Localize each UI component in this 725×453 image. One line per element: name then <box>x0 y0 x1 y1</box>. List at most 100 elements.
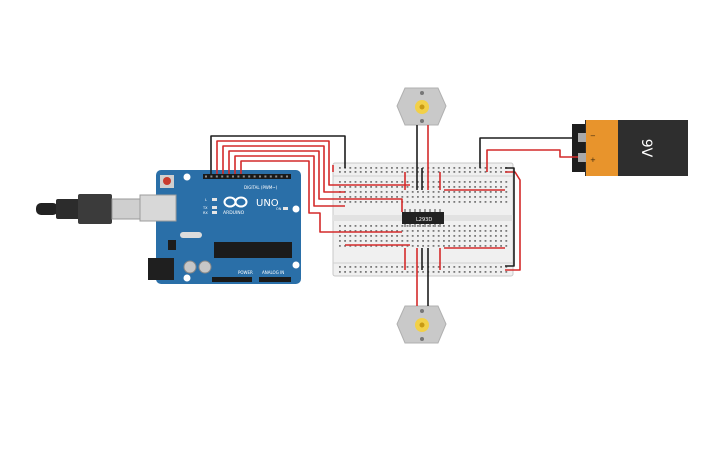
wire-red[interactable] <box>332 165 521 271</box>
battery-label: 9V <box>638 139 654 158</box>
dc-motor-top[interactable] <box>396 87 447 126</box>
breadboard-hole <box>453 225 456 227</box>
header-pin[interactable] <box>210 175 213 178</box>
breadboard-hole <box>396 230 398 232</box>
breadboard-hole <box>417 230 419 232</box>
breadboard-hole <box>380 171 383 173</box>
breadboard-hole <box>339 235 341 237</box>
breadboard-hole <box>359 266 362 268</box>
breadboard-hole <box>385 181 388 183</box>
breadboard-hole <box>505 245 508 247</box>
header-pin[interactable] <box>237 175 240 178</box>
breadboard-hole <box>448 225 450 227</box>
header-pin[interactable] <box>275 175 278 178</box>
breadboard-hole <box>349 171 352 173</box>
breadboard-hole <box>489 271 492 273</box>
breadboard-hole <box>495 191 497 193</box>
breadboard-hole <box>474 245 476 247</box>
breadboard-hole <box>448 201 450 203</box>
breadboard-hole <box>354 266 357 268</box>
breadboard-hole <box>375 201 378 203</box>
breadboard-hole <box>500 201 502 203</box>
battery-terminal-plus[interactable] <box>578 153 586 162</box>
breadboard-hole <box>495 235 497 237</box>
breadboard-hole <box>463 266 466 268</box>
breadboard-hole <box>391 181 393 183</box>
header-pin[interactable] <box>280 175 283 178</box>
wire-red[interactable] <box>222 145 345 193</box>
breadboard-hole <box>443 191 445 193</box>
header-pin[interactable] <box>226 175 229 178</box>
breadboard-hole <box>484 225 487 227</box>
wire-red[interactable] <box>216 140 345 186</box>
header-pin[interactable] <box>264 175 267 178</box>
battery-9v[interactable]: − + 9V <box>572 120 688 176</box>
breadboard-hole <box>354 271 357 273</box>
breadboard-hole <box>489 245 492 247</box>
breadboard-hole <box>448 181 450 183</box>
breadboard-hole <box>422 225 424 227</box>
wire-black[interactable] <box>505 167 515 267</box>
breadboard-hole <box>396 181 398 183</box>
breadboard-hole <box>484 191 487 193</box>
arduino-uno-board[interactable]: UNO ARDUINO DIGITAL (PWM~) POWER ANALOG … <box>139 170 301 284</box>
wire-red[interactable] <box>228 150 345 200</box>
header-pin[interactable] <box>232 175 234 178</box>
breadboard-hole <box>453 266 456 268</box>
breadboard-hole <box>432 186 435 188</box>
breadboard-hole <box>432 171 435 173</box>
wire-red[interactable] <box>486 149 578 172</box>
breadboard-hole <box>411 171 414 173</box>
breadboard-hole <box>370 201 372 203</box>
header-pin[interactable] <box>269 175 272 178</box>
breadboard-hole <box>354 181 357 183</box>
breadboard-hole <box>437 266 440 268</box>
wire-black[interactable] <box>479 137 578 168</box>
breadboard-hole <box>349 230 352 232</box>
power-jack <box>148 258 174 280</box>
breadboard-hole <box>500 230 502 232</box>
breadboard-hole <box>344 271 346 273</box>
breadboard-hole <box>380 201 383 203</box>
header-pin[interactable] <box>205 175 207 178</box>
breadboard-hole <box>401 181 404 183</box>
breadboard-hole <box>484 235 487 237</box>
breadboard-hole <box>349 196 352 198</box>
wire-black[interactable] <box>210 135 346 174</box>
led-on <box>283 207 288 210</box>
breadboard-hole <box>417 181 419 183</box>
l293d-chip[interactable]: L293D <box>402 209 444 227</box>
breadboard-hole <box>385 167 388 169</box>
header-pin[interactable] <box>221 175 224 178</box>
header-pin[interactable] <box>253 175 256 178</box>
usb-cable[interactable] <box>36 194 143 224</box>
breadboard-hole <box>411 266 414 268</box>
breadboard-hole <box>437 186 440 188</box>
breadboard-hole <box>370 245 372 247</box>
breadboard-hole <box>375 240 378 242</box>
wire-red[interactable] <box>234 155 345 207</box>
header-pin[interactable] <box>259 175 261 178</box>
dc-motor-bottom[interactable] <box>396 305 447 344</box>
breadboard-hole <box>344 181 346 183</box>
breadboard-hole <box>500 271 502 273</box>
breadboard-hole <box>474 167 476 169</box>
led-tx <box>212 206 217 209</box>
header-pin[interactable] <box>215 175 218 178</box>
battery-terminal-minus[interactable] <box>578 133 586 142</box>
breadboard-hole <box>500 191 502 193</box>
header-pin[interactable] <box>242 175 245 178</box>
header-pin[interactable] <box>286 175 288 178</box>
breadboard-hole <box>427 230 430 232</box>
wire-red[interactable] <box>345 198 403 212</box>
breadboard-hole <box>391 201 393 203</box>
power-header-strip <box>212 277 252 282</box>
wire-red[interactable] <box>240 160 345 233</box>
breadboard-hole <box>427 225 430 227</box>
header-pin[interactable] <box>248 175 251 178</box>
breadboard-hole <box>489 230 492 232</box>
breadboard-hole <box>401 167 404 169</box>
digital-header-label: DIGITAL (PWM~) <box>244 185 278 190</box>
breadboard-hole <box>422 230 424 232</box>
breadboard-hole <box>500 167 502 169</box>
